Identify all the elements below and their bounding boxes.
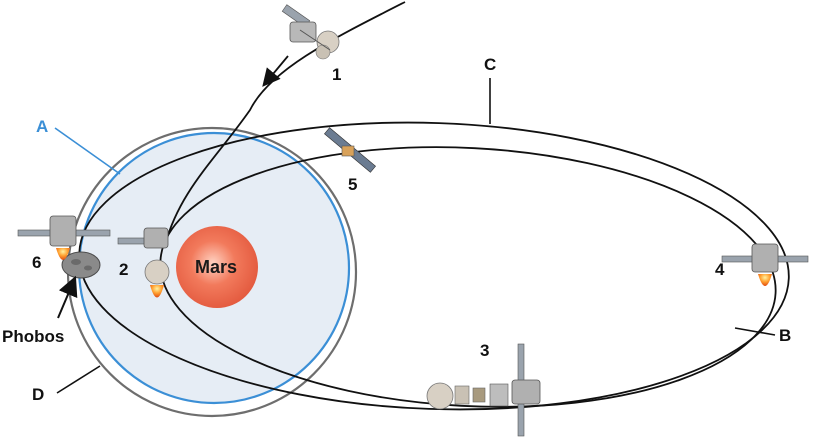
- spacecraft-4-icon: [721, 243, 809, 286]
- arrival-trajectory: [164, 1, 406, 246]
- spacecraft-5-icon: [324, 127, 376, 173]
- stage-2-label: 2: [119, 260, 128, 279]
- phobos-label: Phobos: [2, 327, 64, 346]
- trajectory-arrow-icon: [262, 55, 289, 87]
- phobos-moon: [61, 251, 101, 279]
- spacecraft-1-icon: [281, 4, 340, 60]
- label-a: A: [36, 117, 48, 136]
- stage-6-label: 6: [32, 253, 41, 272]
- stage-1-label: 1: [332, 65, 341, 84]
- leader-a: [54, 127, 121, 175]
- phobos-crater: [71, 259, 81, 265]
- label-b: B: [779, 326, 791, 345]
- leader-b: [734, 327, 776, 336]
- spacecraft-2-icon: [117, 227, 170, 298]
- stage-4-label: 4: [715, 260, 725, 279]
- phobos-arrow-icon: [57, 275, 78, 319]
- mars-label: Mars: [195, 257, 237, 277]
- label-c: C: [484, 55, 496, 74]
- leader-d: [56, 365, 101, 394]
- spacecraft-3-icon: [426, 343, 541, 437]
- mars-planet: [176, 226, 258, 308]
- stage-5-label: 5: [348, 175, 357, 194]
- phobos-crater: [84, 265, 92, 271]
- stage-3-label: 3: [480, 341, 489, 360]
- label-d: D: [32, 385, 44, 404]
- spacecraft-6-icon: [17, 215, 111, 260]
